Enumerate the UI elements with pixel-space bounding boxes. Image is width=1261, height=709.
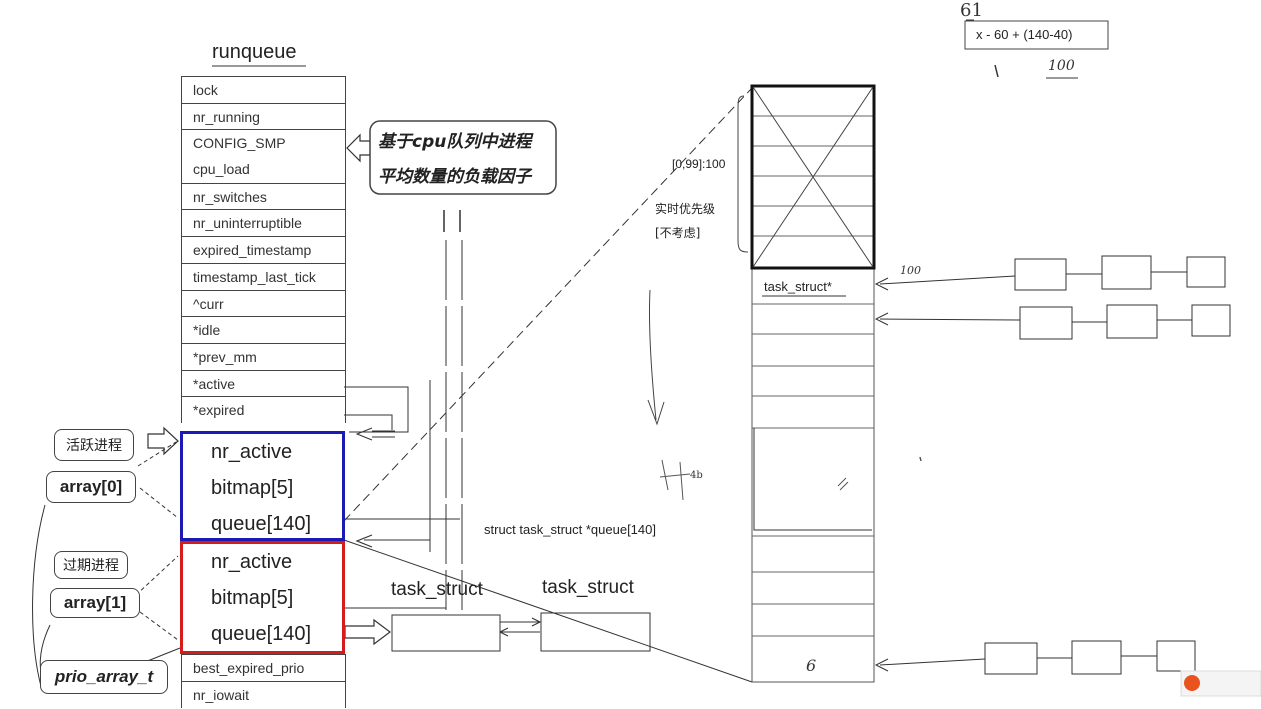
load-factor-line1: 基于cpu队列中进程 [378, 132, 532, 152]
array0-label: array[0] [46, 471, 136, 503]
arrow-note: 100 [900, 264, 921, 277]
active-prio-array: nr_active bitmap[5] queue[140] [180, 431, 345, 541]
prio-array-field: bitmap[5] [211, 477, 294, 499]
runqueue-tail-field: nr_iowait [182, 681, 345, 708]
prio-array-field: queue[140] [211, 513, 312, 535]
runqueue-field: expired_timestamp [182, 236, 345, 263]
runqueue-field: *prev_mm [182, 342, 345, 370]
runqueue-title: runqueue [212, 41, 297, 63]
runqueue-field: nr_uninterruptible [182, 209, 345, 236]
rt-ignore-label: [不考虑] [655, 226, 701, 240]
array1-label: array[1] [50, 588, 140, 618]
prio-array-t-label: prio_array_t [40, 660, 168, 694]
prio-array-field: nr_active [211, 551, 293, 573]
prio-array-field: nr_active [211, 441, 293, 463]
side-note: 4b [690, 470, 703, 481]
formula-below-right: 100 [1048, 58, 1075, 74]
rt-priority-label: 实时优先级 [655, 202, 716, 216]
prio-array-field: bitmap[5] [211, 587, 294, 609]
ime-toolbar[interactable] [1180, 670, 1261, 697]
expired-process-label: 过期进程 [54, 551, 128, 579]
formula-top-number: 61 [960, 0, 983, 21]
bottom-cell-note: 6 [806, 656, 817, 675]
task-struct-label-b: task_struct [542, 577, 634, 598]
task-struct-label-a: task_struct [391, 579, 483, 600]
ime-logo-icon [1184, 675, 1200, 691]
runqueue-field: nr_running [182, 102, 345, 130]
runqueue-field: *idle [182, 316, 345, 343]
active-process-label: 活跃进程 [54, 429, 134, 461]
runqueue-tail-field: best_expired_prio [182, 654, 345, 681]
runqueue-field: CONFIG_SMP [182, 129, 345, 156]
rt-range-label: [0,99]:100 [672, 157, 726, 171]
queue-declaration: struct task_struct *queue[140] [484, 522, 656, 537]
runqueue-field: timestamp_last_tick [182, 262, 345, 290]
runqueue-field: *active [182, 369, 345, 397]
runqueue-field: *expired [182, 396, 345, 423]
runqueue-field: cpu_load [193, 161, 250, 178]
runqueue-field: nr_switches [182, 182, 345, 210]
runqueue-field: lock [182, 76, 345, 103]
load-factor-line2: 平均数量的负载因子 [378, 167, 531, 187]
prio-array-field: queue[140] [211, 623, 312, 645]
runqueue-field: ^curr [182, 289, 345, 317]
task-struct-pointer-label: task_struct* [764, 279, 832, 294]
expired-prio-array: nr_active bitmap[5] queue[140] [180, 541, 345, 654]
formula-text: x - 60 + (140-40) [976, 27, 1073, 42]
